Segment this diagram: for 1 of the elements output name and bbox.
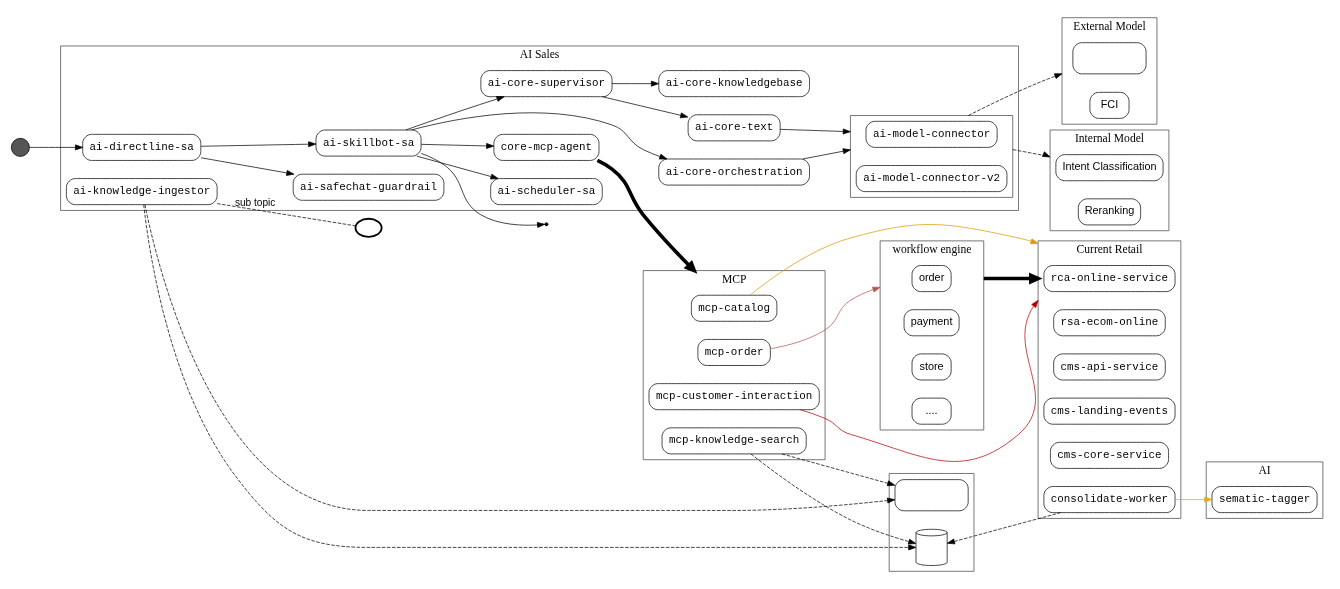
edge-label: sub topic bbox=[234, 196, 276, 208]
